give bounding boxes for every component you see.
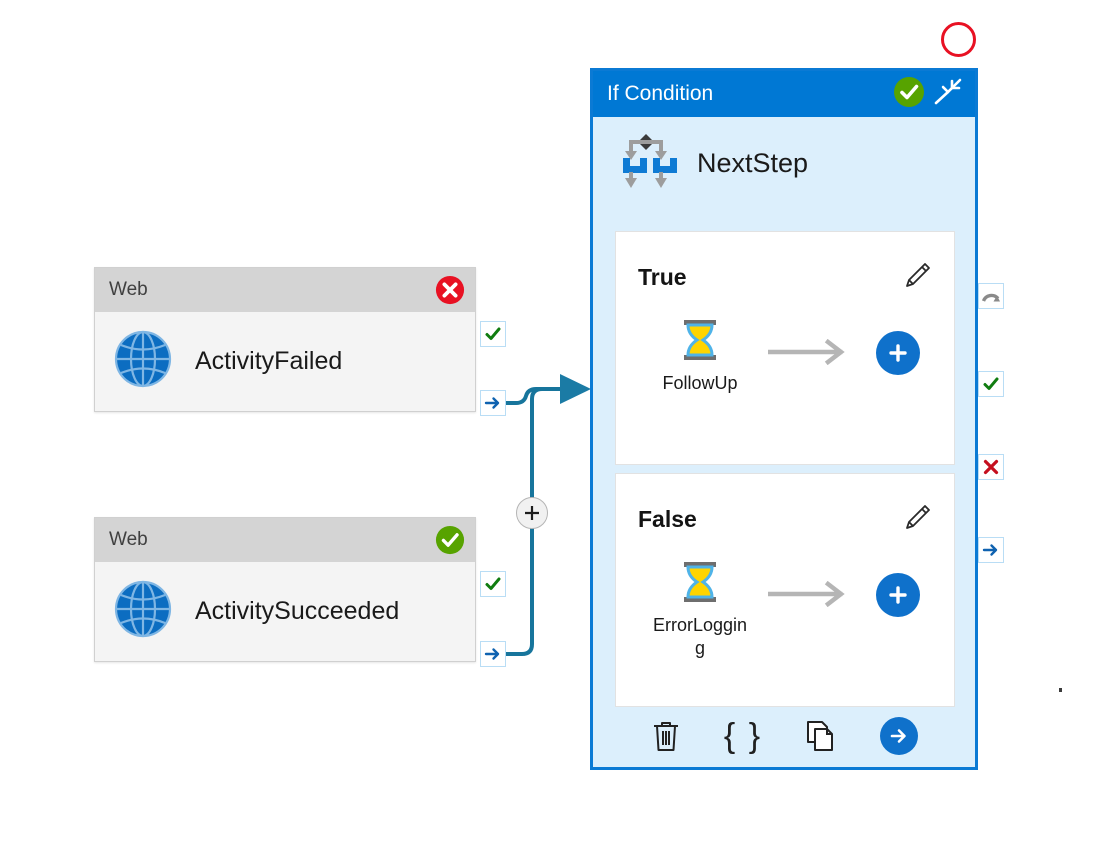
activity-failed-completion-port[interactable]: [480, 390, 506, 416]
if-condition-completion-port[interactable]: [978, 537, 1004, 563]
arrow-right-long-icon: [767, 580, 854, 612]
cross-icon: [983, 459, 999, 475]
globe-icon: [113, 329, 173, 394]
if-condition-success-port[interactable]: [978, 371, 1004, 397]
if-condition-title: If Condition: [607, 82, 714, 105]
activity-card-activity-failed[interactable]: Web: [94, 267, 476, 412]
canvas-speck: [1059, 688, 1062, 692]
arrow-right-icon: [484, 397, 500, 409]
add-step-button[interactable]: [876, 573, 920, 617]
branch-icon: [615, 131, 677, 196]
retry-arc-icon: [981, 293, 1000, 302]
error-circle-icon: [435, 275, 465, 305]
card-header: Web: [95, 518, 475, 562]
branch-step-label: ErrorLogging: [652, 615, 748, 658]
duplicate-button[interactable]: [804, 719, 838, 753]
plus-icon: [889, 586, 907, 604]
code-button[interactable]: { }: [723, 717, 763, 755]
pencil-icon[interactable]: [902, 260, 932, 295]
branch-step-row: FollowUp: [616, 295, 954, 395]
branch-header: True: [616, 232, 954, 295]
hourglass-icon: [677, 320, 723, 367]
card-body: ActivityFailed: [95, 312, 475, 411]
arrow-right-icon: [982, 544, 998, 556]
activity-failed-success-port[interactable]: [480, 321, 506, 347]
branch-step-label: FollowUp: [662, 373, 738, 393]
activity-label: ActivityFailed: [195, 347, 343, 375]
branch-label: True: [638, 264, 687, 290]
arrow-right-circle-icon: [890, 729, 906, 743]
plus-icon: [889, 344, 907, 362]
run-button[interactable]: [880, 717, 919, 755]
hourglass-icon: [677, 562, 723, 609]
if-condition-header: If Condition: [593, 71, 975, 117]
delete-button[interactable]: [650, 719, 682, 753]
branch-header: False: [616, 474, 954, 537]
add-connector-node[interactable]: [516, 497, 548, 529]
activity-succeeded-completion-port[interactable]: [480, 641, 506, 667]
card-header-title: Web: [109, 279, 148, 300]
if-condition-retry-port[interactable]: [978, 283, 1004, 309]
card-header: Web: [95, 268, 475, 312]
breakpoint-circle[interactable]: [941, 22, 976, 57]
if-condition-panel[interactable]: If Condition: [590, 68, 978, 770]
trash-icon: [653, 722, 678, 751]
collapse-arrows-icon[interactable]: [931, 75, 965, 114]
plus-icon: [525, 506, 539, 520]
check-circle-icon: [893, 76, 925, 113]
globe-icon: [113, 579, 173, 644]
add-step-button[interactable]: [876, 331, 920, 375]
branch-step[interactable]: ErrorLogging: [652, 559, 748, 659]
card-body: ActivitySucceeded: [95, 562, 475, 661]
arrow-right-long-icon: [767, 338, 854, 370]
if-condition-footer: { }: [593, 705, 975, 767]
check-icon: [485, 577, 501, 590]
check-circle-icon: [435, 525, 465, 555]
branch-true[interactable]: True: [615, 231, 955, 465]
check-icon: [983, 377, 999, 390]
branch-false[interactable]: False: [615, 473, 955, 707]
activity-card-activity-succeeded[interactable]: Web: [94, 517, 476, 662]
branch-label: False: [638, 506, 697, 532]
branch-step-row: ErrorLogging: [616, 537, 954, 659]
if-condition-activity-name: NextStep: [697, 147, 809, 178]
if-condition-failure-port[interactable]: [978, 454, 1004, 480]
activity-succeeded-success-port[interactable]: [480, 571, 506, 597]
arrow-right-icon: [484, 648, 500, 660]
card-header-title: Web: [109, 529, 148, 550]
copy-icon: [807, 721, 834, 751]
if-condition-activity: NextStep: [593, 117, 975, 209]
activity-label: ActivitySucceeded: [195, 597, 400, 625]
branch-step[interactable]: FollowUp: [652, 317, 748, 395]
pencil-icon[interactable]: [902, 502, 932, 537]
check-icon: [485, 327, 501, 340]
